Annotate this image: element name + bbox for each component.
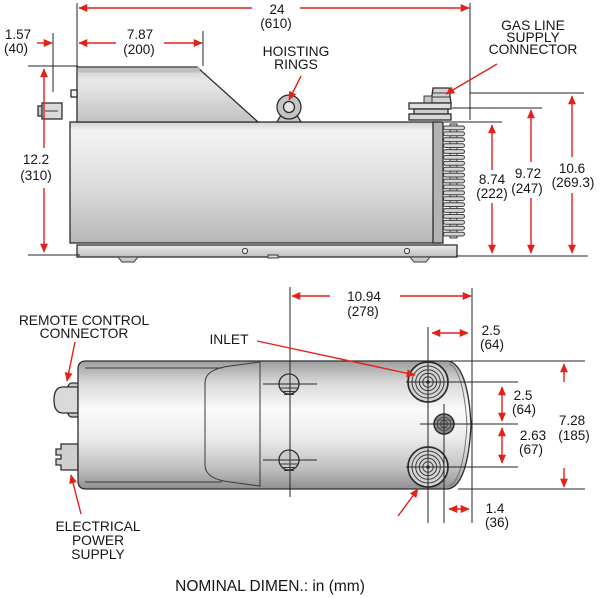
side-extension-lines [28, 3, 588, 257]
remote-control-label-line2: CONNECTOR [40, 326, 129, 341]
dim-fin-top-height-mm: (222) [476, 186, 508, 201]
side-main-body [69, 121, 441, 244]
remote-control-label-line1: REMOTE CONTROL [19, 313, 150, 328]
side-rear-connector [37, 102, 63, 120]
dim-inlet-span-in: 10.94 [347, 289, 381, 304]
dim-inlet-span-mm: (278) [347, 304, 379, 319]
hoisting-rings-label-line2: RINGS [274, 57, 318, 72]
dim-outlet-to-tip-mm: (36) [485, 515, 509, 530]
dim-fin-top-height-in: 8.74 [479, 172, 506, 187]
side-top-tab [70, 89, 78, 98]
dim-connector-height-in: 10.6 [559, 161, 585, 176]
inlet-label: INLET [209, 332, 249, 347]
dim-overall-width-mm: (185) [558, 428, 590, 443]
side-view: 24 (610) 1.57 (40) 7.87 (200) 12.2 (310)… [4, 2, 595, 263]
electrical-power-connector [55, 443, 79, 471]
side-dimension-lines [37, 4, 576, 254]
hoisting-ring [275, 94, 303, 123]
dim-overall-width-in: 7.28 [559, 413, 585, 428]
dim-inlet-to-drain-in: 2.5 [514, 388, 533, 403]
dim-flange-height-mm: (247) [511, 181, 543, 196]
hoisting-rings-arrow [288, 75, 302, 101]
top-extension-lines [263, 287, 585, 523]
electrical-power-arrow [69, 474, 82, 515]
electrical-label-line2: POWER [72, 533, 124, 548]
top-body [77, 360, 472, 490]
side-top-section [76, 66, 260, 123]
dim-top-section-mm: (200) [123, 42, 155, 57]
dim-inlet-to-drain-mm: (64) [512, 402, 536, 417]
top-dimension-lines [64, 292, 568, 517]
dim-rear-offset-mm: (40) [4, 41, 28, 56]
hoisting-rings-label-line1: HOISTING [263, 44, 330, 59]
top-view: 10.94 (278) 2.5 (64) 2.5 (64) 2.63 (67) … [19, 287, 590, 562]
electrical-label-line1: ELECTRICAL [55, 519, 140, 534]
gas-line-label-line3: CONNECTOR [489, 42, 578, 57]
dim-overall-length-in: 24 [269, 2, 285, 17]
dim-outlet-to-tip-in: 1.4 [486, 501, 505, 516]
dim-top-section-in: 7.87 [127, 27, 153, 42]
side-top-section-band [77, 67, 200, 73]
dim-flange-height-in: 9.72 [515, 166, 541, 181]
side-base-plate [76, 244, 458, 263]
gas-line-connector [408, 87, 452, 121]
gas-line-arrow [445, 63, 498, 95]
dim-inlet-to-tip-mm: (64) [480, 337, 504, 352]
dim-overall-length-mm: (610) [260, 16, 292, 31]
dim-overall-height-mm: (310) [20, 168, 52, 183]
fin-stack [432, 121, 465, 244]
outlet-pointer-arrow [397, 488, 419, 517]
nominal-dimensions-caption: NOMINAL DIMEN.: in (mm) [175, 578, 365, 595]
dim-overall-height-in: 12.2 [23, 152, 49, 167]
gas-line-label-line2: SUPPLY [506, 30, 559, 45]
gas-line-label-line1: GAS LINE [501, 18, 565, 33]
dim-connector-height-mm: (269.3) [552, 175, 595, 190]
collar-outline [204, 361, 261, 487]
dim-inlet-to-tip-in: 2.5 [482, 323, 501, 338]
remote-control-connector [53, 382, 81, 418]
remote-control-arrow [64, 341, 76, 382]
electrical-label-line3: SUPPLY [71, 547, 124, 562]
dim-rear-offset-in: 1.57 [5, 27, 31, 42]
dim-drain-to-outlet-mm: (67) [519, 442, 543, 457]
top-body-cap-seam [448, 363, 468, 487]
dim-drain-to-outlet-in: 2.63 [520, 428, 546, 443]
inlet-arrow [256, 340, 416, 378]
